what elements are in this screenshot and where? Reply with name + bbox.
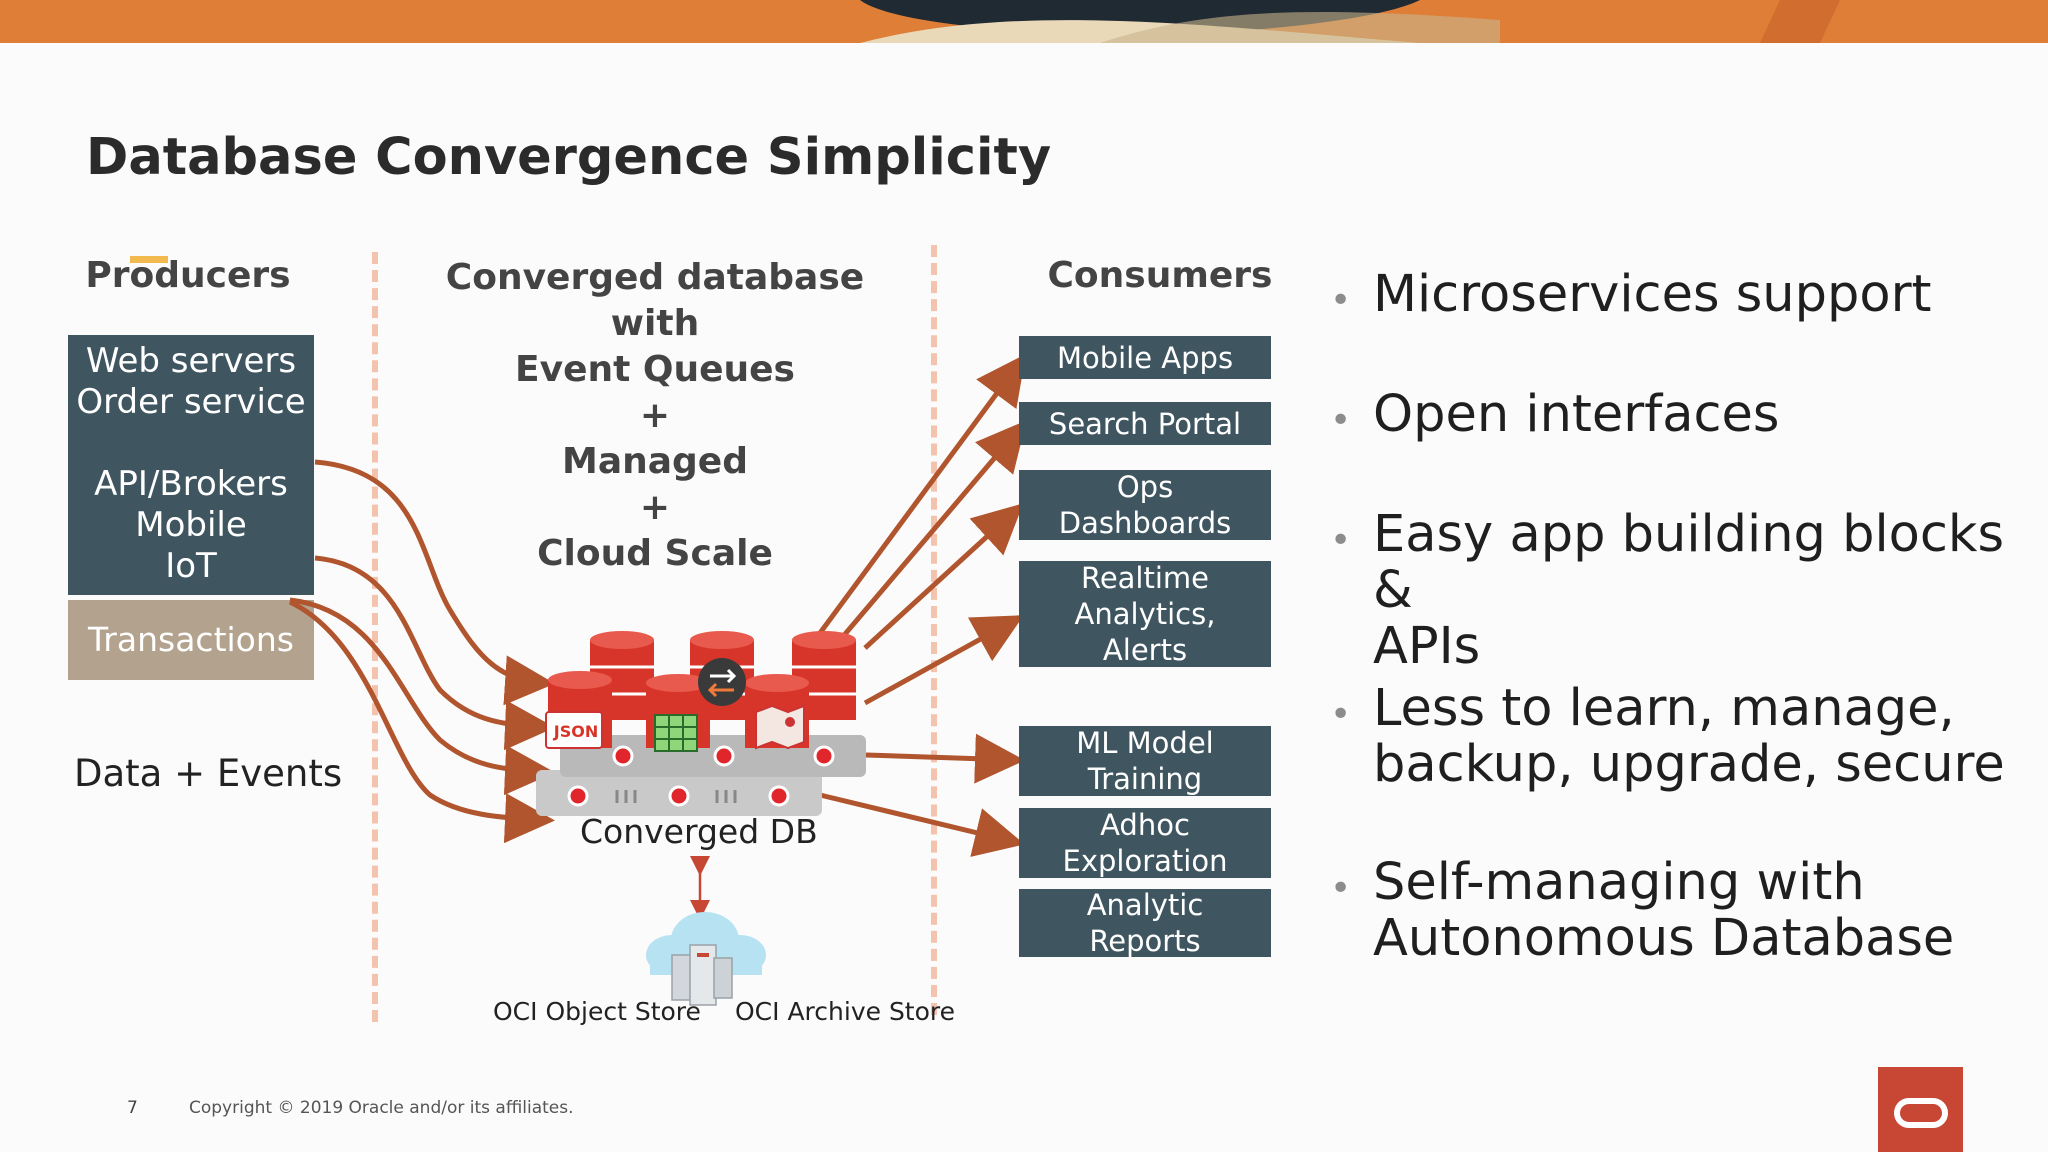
page-number: 7 [127,1098,138,1118]
converged-heading-line: with [610,303,700,344]
producer-line: Mobile [135,505,247,545]
producer-arrow [289,597,555,796]
copyright-text: Copyright © 2019 Oracle and/or its affil… [189,1098,574,1118]
producer-line: IoT [165,546,217,586]
consumer-line: Training [1087,762,1203,796]
oci-archive-store-label: OCI Archive Store [735,997,956,1026]
consumer-line: Dashboards [1058,506,1232,540]
bullet-item: • Easy app building blocks & APIs [1330,507,2030,675]
header-banner-image [0,0,2048,43]
bullet-text: APIs [1373,617,1481,676]
converged-heading-line: Event Queues [515,349,795,390]
consumer-arrow [865,733,1025,784]
consumer-analytic-reports: Analytic Reports [1019,888,1271,958]
bullet-item: • Less to learn, manage, backup, upgrade… [1330,681,2030,793]
oracle-o-icon [1894,1098,1948,1128]
oracle-logo [1878,1067,1963,1152]
bullet-text: Autonomous Database [1373,909,1955,968]
consumer-ops-dashboards: Ops Dashboards [1019,470,1271,540]
transactions-box: Transactions [68,600,314,680]
oci-object-store-label: OCI Object Store [493,997,701,1026]
bullet-item: • Self-managing with Autonomous Database [1330,855,2030,967]
producer-line: Order service [76,382,306,422]
bullet-text: Microservices support [1373,265,1932,324]
consumer-line: Alerts [1102,633,1188,667]
bullet-dot-icon: • [1330,520,1352,561]
consumer-ml-model-training: ML Model Training [1019,726,1271,796]
producer-line: Web servers [85,341,297,381]
divider-right [931,245,937,1015]
converged-heading-line: Managed [562,441,748,482]
producer-arrow [314,459,555,706]
consumer-realtime-analytics: Realtime Analytics, Alerts [1019,561,1271,667]
consumer-line: Mobile Apps [1056,340,1234,375]
consumer-arrow [838,420,1027,642]
converged-db-illustration [536,631,866,816]
converged-heading-line: Converged database [445,257,865,298]
bullet-text: Easy app building blocks & [1373,505,2005,620]
converged-heading-line: Cloud Scale [537,533,773,574]
map-icon [755,704,805,750]
consumer-arrow [863,503,1024,650]
exchange-icon [698,658,746,706]
consumer-line: Search Portal [1048,406,1242,441]
consumer-line: Exploration [1062,844,1228,878]
consumer-line: Analytics, [1074,597,1216,631]
bullet-dot-icon: • [1330,280,1352,321]
banner-art [0,0,2048,43]
heading-accent-bar [130,256,168,263]
bullet-text: Less to learn, manage, [1373,679,1955,738]
consumer-arrow [819,792,1025,857]
producers-box: Web servers Order service API/Brokers Mo… [68,335,314,595]
converged-db-label: Converged DB [580,812,818,851]
slide-title: Database Convergence Simplicity [86,128,1052,187]
converged-heading: Converged database with Event Queues + M… [440,255,870,577]
consumer-arrow [863,615,1024,706]
table-grid-icon [654,714,698,752]
producer-arrow [314,555,555,751]
converged-heading-line: + [639,395,671,436]
bullet-item: • Microservices support [1330,267,2030,323]
consumer-line: Reports [1089,924,1201,958]
bullet-dot-icon: • [1330,400,1352,441]
consumer-line: Adhoc [1100,808,1190,842]
consumer-line: ML Model [1076,726,1214,760]
bullet-text: Open interfaces [1373,385,1780,444]
bullet-text: Self-managing with [1373,853,1865,912]
producer-arrow [288,599,555,844]
consumer-line: Analytic [1086,888,1204,922]
producers-heading: Producers [85,255,291,296]
converged-heading-line: + [639,487,671,528]
consumer-search-portal: Search Portal [1019,402,1271,445]
producer-line: API/Brokers [94,464,288,504]
bullet-dot-icon: • [1330,868,1352,909]
consumer-adhoc-exploration: Adhoc Exploration [1019,808,1271,878]
consumer-mobile-apps: Mobile Apps [1019,336,1271,379]
consumer-arrow [817,353,1026,635]
json-badge: JSON [553,722,599,741]
divider-left [372,252,378,1022]
data-events-label: Data + Events [74,752,343,795]
consumers-heading: Consumers [1047,255,1273,296]
consumer-line: Ops [1116,470,1174,504]
cloud-storage-icon [646,912,766,1006]
bullet-item: • Open interfaces [1330,387,2030,443]
bullet-text: backup, upgrade, secure [1373,735,2005,794]
bullet-dot-icon: • [1330,694,1352,735]
consumer-line: Realtime [1080,561,1210,595]
